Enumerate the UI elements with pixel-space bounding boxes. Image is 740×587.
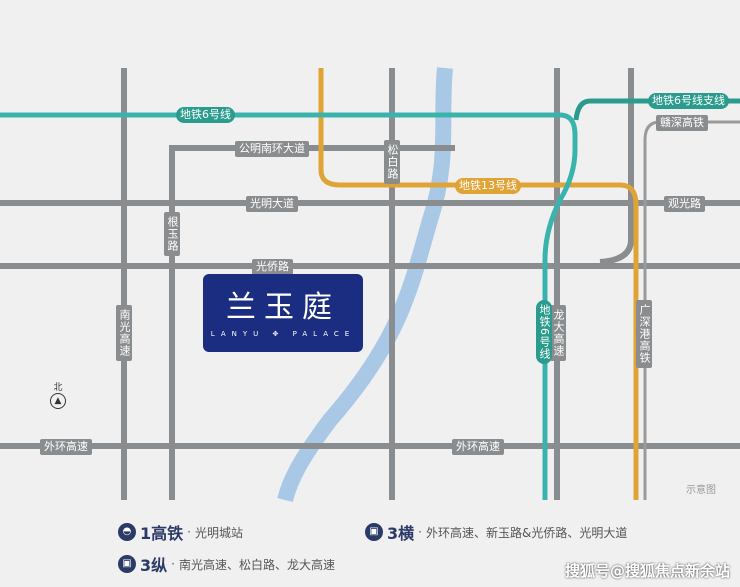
compass-arrow-icon: ▲ bbox=[50, 393, 66, 409]
schematic-note: 示意图 bbox=[686, 485, 716, 496]
legend-desc: 光明城站 bbox=[194, 525, 243, 540]
legend-desc: 外环高速、新玉路&光侨路、光明大道 bbox=[425, 525, 628, 540]
north-compass: 北 ▲ bbox=[50, 380, 66, 409]
legend-vertical: ▣ 3纵· 南光高速、松白路、龙大高速 bbox=[118, 552, 335, 576]
watermark: 搜狐号@搜狐焦点新余站 bbox=[564, 562, 730, 580]
road-nanguang: 南光高速 bbox=[116, 305, 132, 361]
road-longda: 龙大高速 bbox=[550, 305, 566, 361]
project-name: 兰玉庭 bbox=[226, 290, 340, 325]
roads bbox=[0, 68, 740, 500]
metro6-branch-label: 地铁6号线支线 bbox=[648, 93, 729, 109]
legend-desc: 南光高速、松白路、龙大高速 bbox=[178, 557, 335, 572]
train-icon: ◓ bbox=[118, 523, 136, 541]
legend-title: 3纵 bbox=[140, 556, 168, 575]
metro6-branch-line bbox=[573, 98, 740, 121]
project-marker[interactable]: 兰玉庭 LANYU ✥ PALACE bbox=[203, 274, 363, 352]
compass-label: 北 bbox=[53, 383, 63, 393]
ganshen-label: 赣深高铁 bbox=[656, 115, 708, 131]
road-guangming: 光明大道 bbox=[246, 196, 298, 212]
project-name-en: LANYU ✥ PALACE bbox=[210, 330, 356, 338]
metro6-line bbox=[0, 112, 578, 500]
road-songbai: 松白路 bbox=[384, 140, 400, 184]
car-icon: ▣ bbox=[118, 555, 136, 573]
metro6-label: 地铁6号线 bbox=[176, 107, 235, 123]
car-icon: ▣ bbox=[365, 523, 383, 541]
guangshengang-label: 广深港高铁 bbox=[636, 300, 652, 368]
road-waihuan-mid: 外环高速 bbox=[452, 439, 504, 455]
river bbox=[277, 67, 453, 503]
metro13-label: 地铁13号线 bbox=[455, 178, 521, 194]
legend-title: 3横 bbox=[387, 524, 415, 543]
road-genyu: 根玉路 bbox=[164, 212, 180, 256]
metro13-line bbox=[318, 68, 639, 500]
legend-horizontal: ▣ 3横· 外环高速、新玉路&光侨路、光明大道 bbox=[365, 520, 627, 544]
road-waihuan-left: 外环高速 bbox=[40, 439, 92, 455]
metro6-vertical-label: 地铁6号线 bbox=[536, 300, 552, 364]
road-guanguang: 观光路 bbox=[664, 196, 705, 212]
legend-rail: ◓ 1高铁· 光明城站 bbox=[118, 520, 243, 544]
road-gongming: 公明南环大道 bbox=[235, 141, 309, 157]
road-guangqiao: 光侨路 bbox=[252, 259, 293, 275]
legend-title: 1高铁 bbox=[140, 524, 184, 543]
